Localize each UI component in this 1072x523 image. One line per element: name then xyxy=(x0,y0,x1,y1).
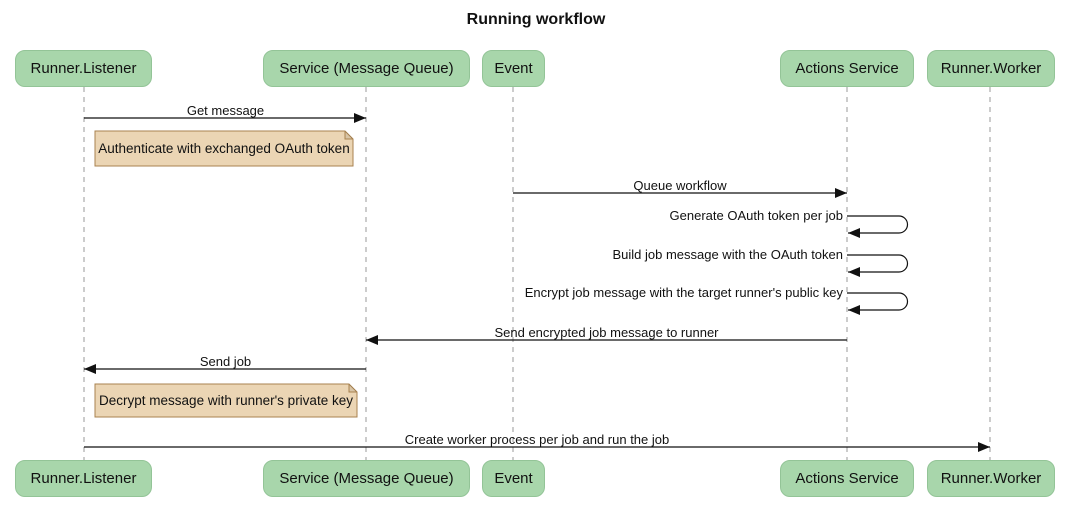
self-arrow-generate-oauth-token xyxy=(847,215,909,238)
note-authenticate-shape xyxy=(94,130,354,167)
diagram-title: Running workflow xyxy=(466,11,606,28)
note-authenticate-text: Authenticate with exchanged OAuth token xyxy=(98,141,350,156)
actor-bottom-event: Event xyxy=(482,460,545,497)
actor-label: Actions Service xyxy=(795,60,899,77)
actor-label: Event xyxy=(494,470,533,487)
actor-bottom-actions-service: Actions Service xyxy=(780,460,914,497)
actor-top-runner-listener: Runner.Listener xyxy=(15,50,152,87)
message-label-send-job: Send job xyxy=(199,354,252,369)
self-arrow-encrypt-job-message xyxy=(847,292,909,315)
message-label-encrypt-job-message: Encrypt job message with the target runn… xyxy=(524,285,843,300)
actor-top-runner-worker: Runner.Worker xyxy=(927,50,1055,87)
actor-label: Runner.Worker xyxy=(940,470,1042,487)
actor-bottom-runner-worker: Runner.Worker xyxy=(927,460,1055,497)
actor-top-event: Event xyxy=(482,50,545,87)
actor-label: Service (Message Queue) xyxy=(279,60,454,77)
self-arrow-build-job-message xyxy=(847,254,909,277)
actor-top-service-message-queue: Service (Message Queue) xyxy=(263,50,470,87)
message-label-generate-oauth-token: Generate OAuth token per job xyxy=(669,208,843,223)
message-label-send-encrypted-job-message: Send encrypted job message to runner xyxy=(494,325,719,340)
note-decrypt-shape xyxy=(94,383,358,418)
message-label-get-message: Get message xyxy=(186,103,265,118)
actor-bottom-service-message-queue: Service (Message Queue) xyxy=(263,460,470,497)
actor-label: Runner.Listener xyxy=(30,470,137,487)
actor-top-actions-service: Actions Service xyxy=(780,50,914,87)
actor-bottom-runner-listener: Runner.Listener xyxy=(15,460,152,497)
actor-label: Runner.Listener xyxy=(30,60,137,77)
message-label-queue-workflow: Queue workflow xyxy=(633,178,727,193)
message-label-create-worker-process: Create worker process per job and run th… xyxy=(404,432,670,447)
actor-label: Actions Service xyxy=(795,470,899,487)
message-label-build-job-message: Build job message with the OAuth token xyxy=(612,247,843,262)
actor-label: Event xyxy=(494,60,533,77)
actor-label: Service (Message Queue) xyxy=(279,470,454,487)
actor-label: Runner.Worker xyxy=(940,60,1042,77)
note-decrypt-text: Decrypt message with runner's private ke… xyxy=(99,393,353,408)
